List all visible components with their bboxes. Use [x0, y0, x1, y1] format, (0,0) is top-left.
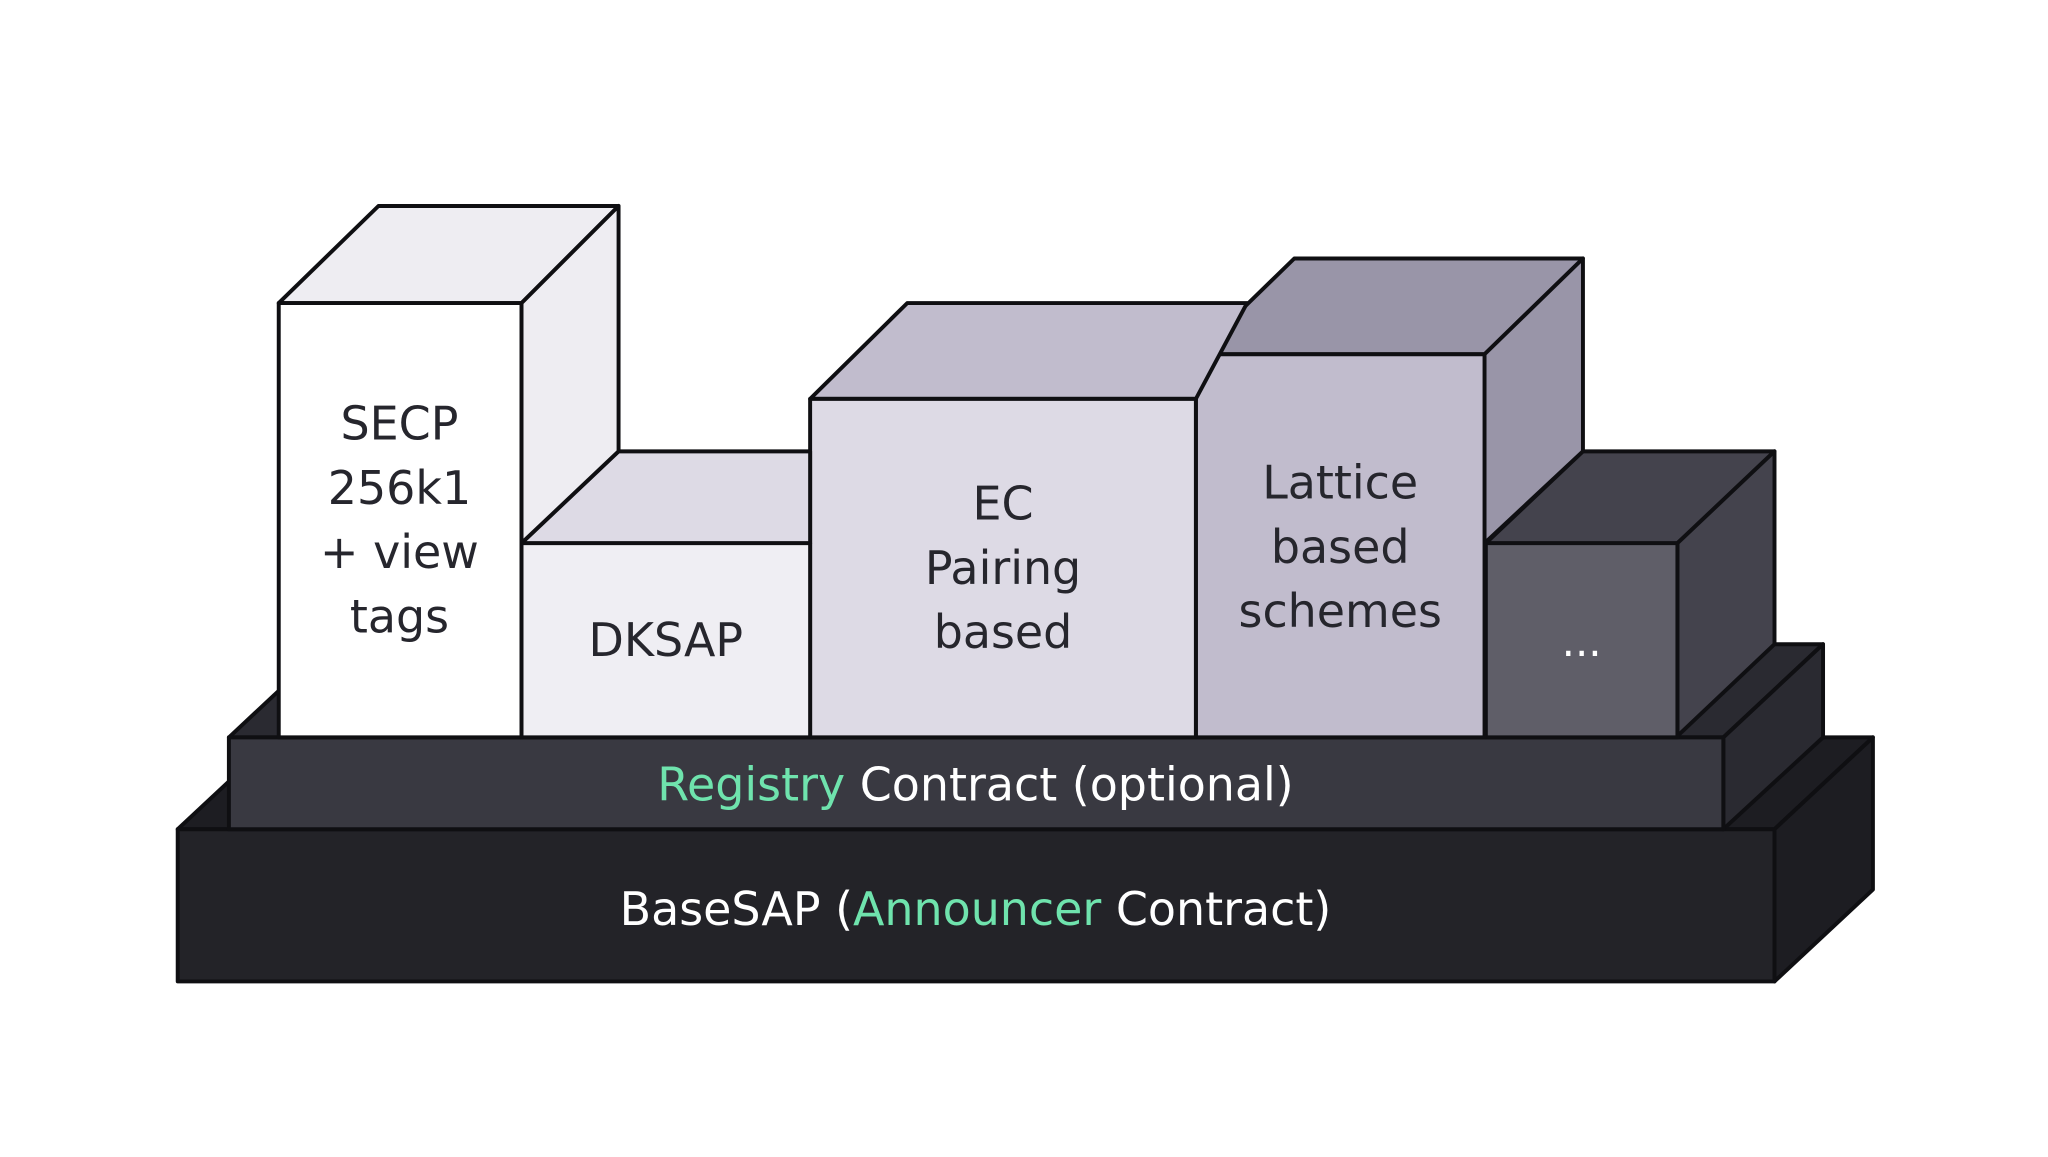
secp-label-line: 256k1: [328, 461, 471, 515]
lattice-block: Lattice based schemes: [1193, 256, 1585, 740]
lattice-front-face: [1193, 352, 1487, 740]
ec-pairing-block: EC Pairing based: [808, 301, 1250, 740]
registry-front-face: [226, 735, 1726, 832]
more-label-line: ...: [1562, 617, 1602, 666]
lattice-label: Lattice based schemes: [1239, 456, 1442, 639]
basesap-label-prefix: BaseSAP (: [620, 882, 853, 936]
secp-label-line: tags: [350, 589, 449, 643]
ec-pairing-front-face: [808, 396, 1198, 740]
secp256k1-block: SECP 256k1 + view tags: [276, 204, 621, 740]
dksap-label-line: DKSAP: [589, 613, 744, 667]
secp-label-line: + view: [320, 525, 479, 579]
announcer-label: Announcer: [853, 882, 1101, 936]
lattice-label-line: Lattice: [1262, 456, 1418, 510]
lattice-label-line: schemes: [1239, 584, 1442, 638]
secp-label-line: SECP: [341, 397, 459, 451]
ec-pairing-label-line: based: [934, 605, 1073, 659]
basesap-front-face: [175, 827, 1777, 984]
dksap-label: DKSAP: [589, 613, 744, 667]
ec-pairing-label-line: EC: [972, 477, 1033, 531]
secp-label: SECP 256k1 + view tags: [320, 397, 479, 644]
basesap-label: BaseSAP (Announcer Contract): [620, 882, 1332, 936]
ec-pairing-top-face: [808, 301, 1250, 401]
ec-pairing-label-line: Pairing: [925, 541, 1081, 595]
more-label: ...: [1562, 617, 1602, 666]
lattice-label-line: based: [1271, 520, 1410, 574]
ec-pairing-label: EC Pairing based: [925, 477, 1081, 660]
basesap-label-suffix: Contract): [1101, 882, 1331, 936]
secp-front-face: [276, 301, 524, 740]
registry-label-rest: Contract (optional): [845, 757, 1294, 811]
registry-highlight-label: Registry: [657, 757, 845, 811]
dksap-block: DKSAP: [519, 449, 813, 740]
dksap-front-face: [519, 541, 813, 740]
registry-label: Registry Contract (optional): [657, 757, 1293, 811]
